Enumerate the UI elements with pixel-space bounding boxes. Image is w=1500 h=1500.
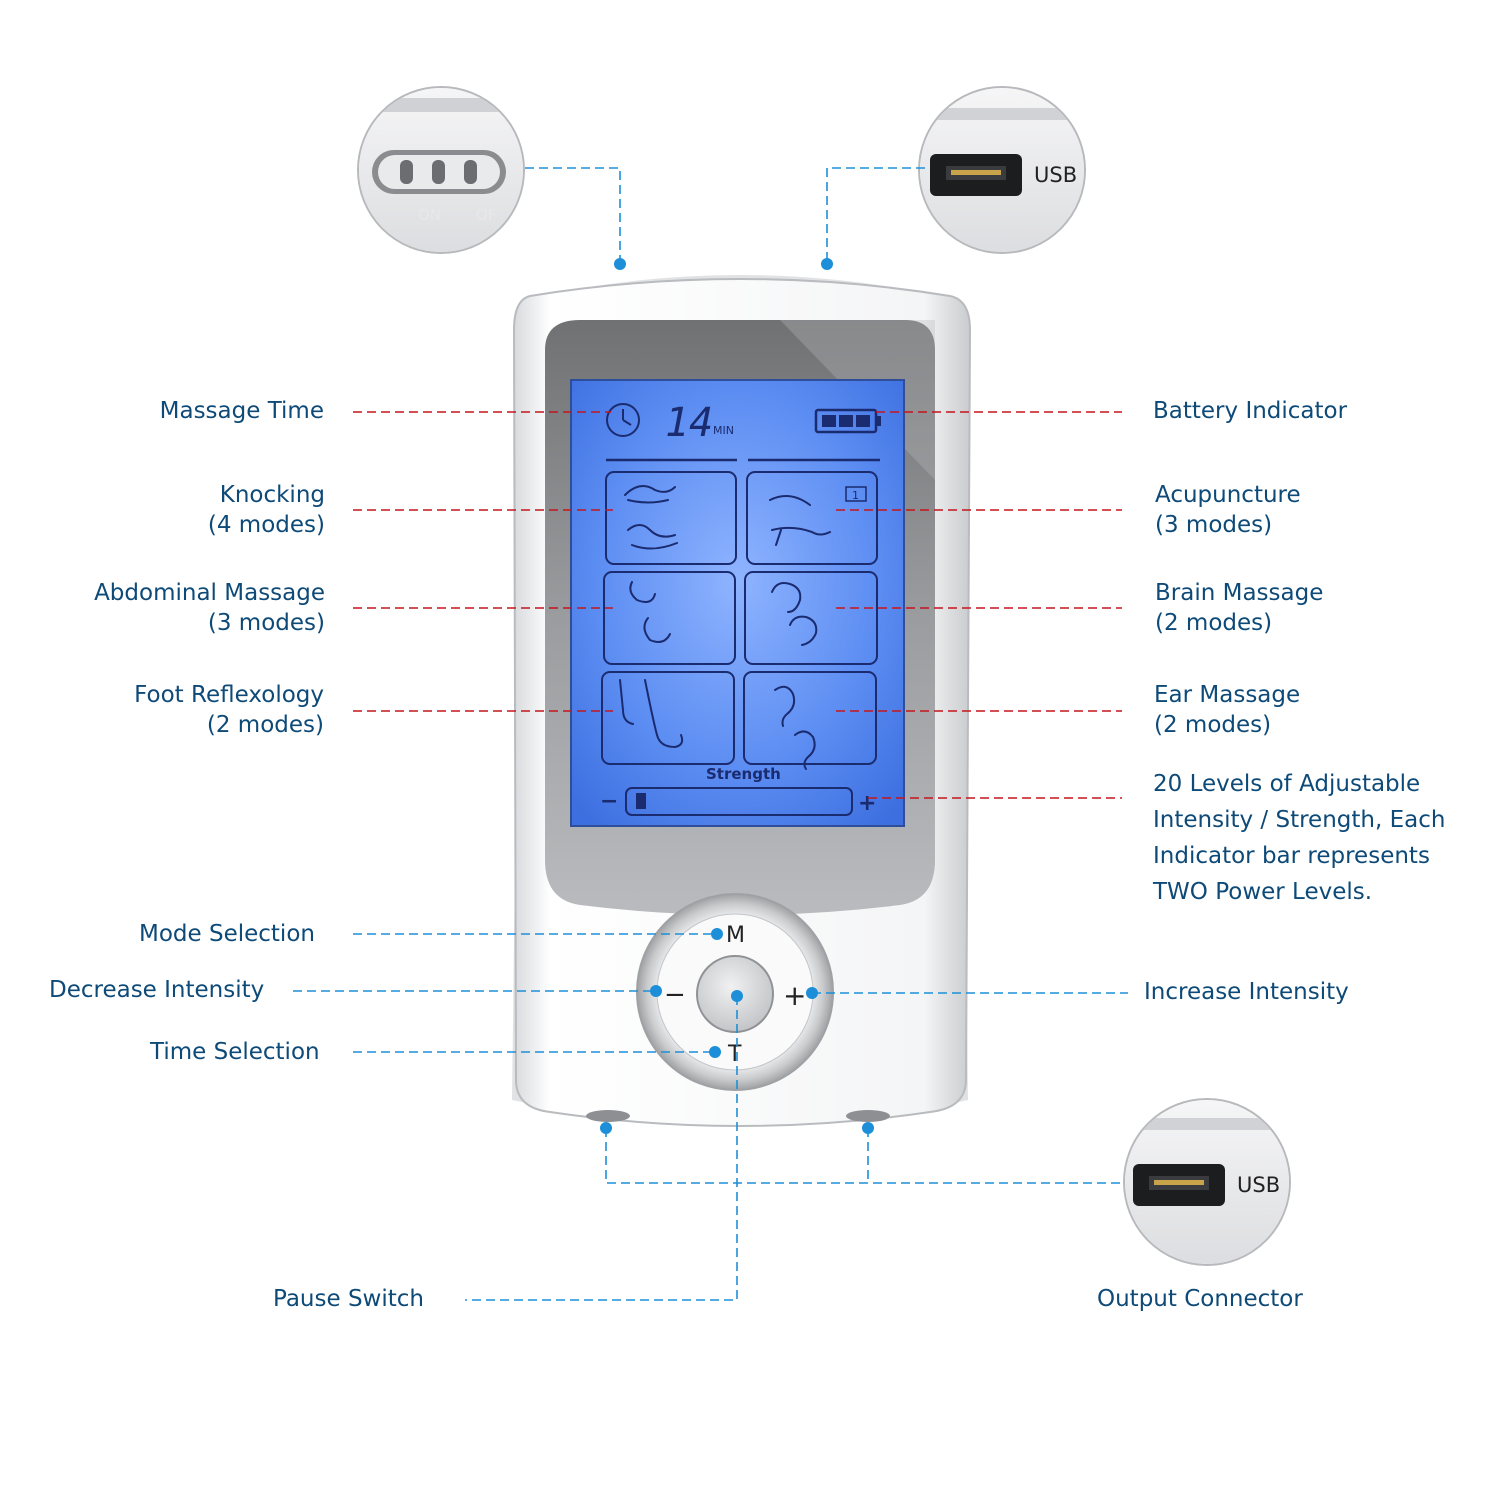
- mode-tile-abdominal: [603, 571, 736, 665]
- label-ear-massage: Ear Massage (2 modes): [1154, 682, 1301, 738]
- usb-port-inset-top: USB: [918, 86, 1086, 254]
- mode-tile-knocking: [605, 471, 737, 565]
- switch-on-label: ON: [418, 206, 441, 224]
- lcd-time-unit: MIN: [713, 424, 734, 437]
- acupuncture-hand-icon: [769, 495, 831, 546]
- usb-top-label: USB: [1034, 163, 1077, 187]
- mode-button[interactable]: M: [726, 923, 745, 948]
- label-mode-selection: Mode Selection: [139, 921, 315, 947]
- plus-button[interactable]: +: [783, 979, 806, 1012]
- usb-port-inset-bottom: USB: [1123, 1098, 1291, 1266]
- time-button[interactable]: T: [727, 1042, 742, 1067]
- red-leaders: [353, 411, 1122, 799]
- label-abdominal-massage: Abdominal Massage (3 modes): [94, 580, 325, 636]
- knocking-hand-icon-2: [627, 524, 678, 550]
- stomach-icon: [629, 581, 671, 643]
- label-massage-time: Massage Time: [159, 398, 324, 424]
- mode-tile-acupuncture: [746, 471, 878, 565]
- lcd-minus-sign: −: [600, 789, 618, 814]
- strength-level-fill: [636, 793, 646, 809]
- lcd-time-value: 14: [665, 400, 713, 446]
- leader-dots: [600, 258, 874, 1134]
- label-acupuncture: Acupuncture (3 modes): [1155, 482, 1301, 538]
- lcd-screen: [570, 379, 905, 827]
- output-jack-left: [586, 1110, 630, 1122]
- lcd-strength-label: Strength: [706, 765, 781, 783]
- minus-button[interactable]: −: [664, 980, 686, 1010]
- label-time-selection: Time Selection: [150, 1039, 320, 1065]
- lcd-plus-sign: +: [858, 791, 876, 816]
- tens-device: 14 MIN: [512, 275, 972, 1127]
- label-intensity-levels: 20 Levels of Adjustable Intensity / Stre…: [1153, 771, 1446, 905]
- usb-bottom-label: USB: [1237, 1173, 1280, 1197]
- switch-off-label: OF: [476, 206, 496, 224]
- foot-icon: [619, 679, 684, 749]
- mode-tile-foot: [601, 671, 735, 765]
- label-foot-reflexology: Foot Reflexology (2 modes): [134, 682, 324, 738]
- ear-icon: [774, 685, 816, 770]
- label-decrease-intensity: Decrease Intensity: [49, 977, 265, 1003]
- strength-bar: [625, 787, 853, 816]
- output-jack-right: [846, 1110, 890, 1122]
- mode-tile-brain: [744, 571, 878, 665]
- mode-tile-ear: [743, 671, 877, 765]
- label-pause-switch: Pause Switch: [273, 1286, 424, 1312]
- clock-icon: [606, 403, 640, 437]
- battery-icon: [814, 408, 881, 434]
- label-battery-indicator: Battery Indicator: [1153, 398, 1348, 424]
- label-brain-massage: Brain Massage (2 modes): [1155, 580, 1324, 636]
- label-increase-intensity: Increase Intensity: [1144, 979, 1349, 1005]
- blue-leaders: [293, 167, 1128, 1301]
- lcd-mode-number: 1: [852, 489, 859, 502]
- label-output-connector: Output Connector: [1097, 1286, 1303, 1312]
- head-icon: [771, 582, 818, 646]
- knocking-hand-icon: [624, 485, 676, 504]
- power-switch-inset: ON OF: [357, 86, 525, 254]
- label-knocking: Knocking (4 modes): [207, 482, 325, 538]
